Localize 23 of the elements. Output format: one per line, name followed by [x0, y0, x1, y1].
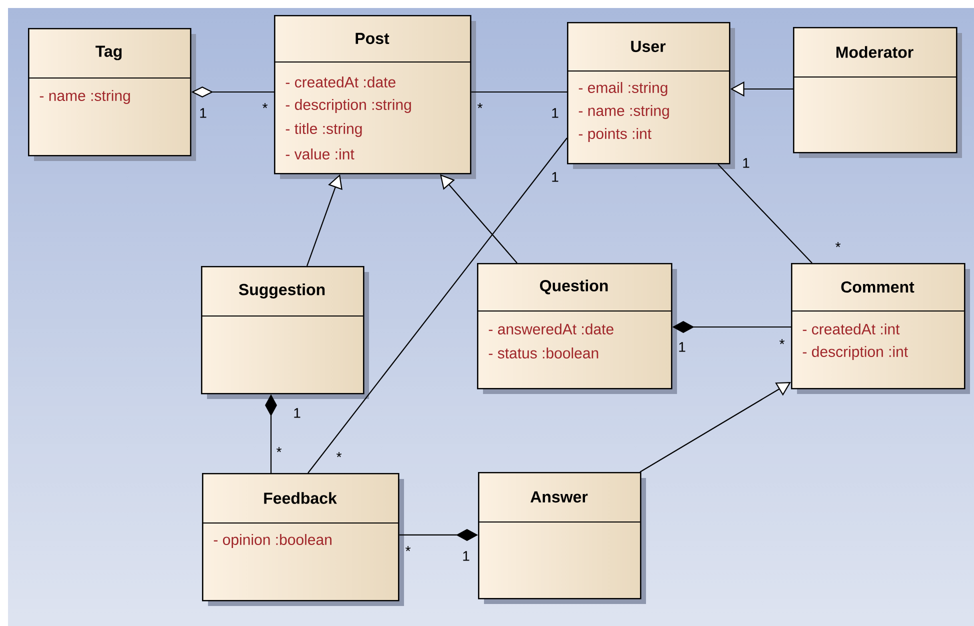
- class-box: Tag - name :string: [28, 28, 196, 161]
- class-box: Moderator: [792, 27, 962, 158]
- multiplicity: *: [262, 103, 268, 108]
- class-box: Feedback - opinion :boolean: [202, 473, 404, 606]
- multiplicity: 1: [463, 551, 470, 561]
- generalization-arrow: [640, 382, 791, 472]
- multiplicity: *: [780, 339, 785, 344]
- multiplicity: *: [406, 546, 411, 552]
- multiplicity: *: [478, 103, 483, 108]
- class-box: Post - createdAt :date - description :string - title :string - value :int: [274, 15, 476, 179]
- class-box: Comment - createdAt :int - description :int: [790, 263, 970, 394]
- multiplicity: *: [836, 242, 841, 248]
- multiplicity: 1: [552, 108, 558, 118]
- association-line: [471, 91, 567, 93]
- class-box: Question - answeredAt :date - status :boolean: [476, 263, 677, 394]
- multiplicity: 1: [552, 172, 558, 182]
- class-box: Answer: [478, 472, 646, 604]
- multiplicity: *: [336, 452, 342, 458]
- multiplicity: *: [276, 447, 282, 452]
- association-line: [308, 138, 568, 474]
- association-line: [718, 164, 812, 264]
- class-box: Suggestion: [200, 266, 369, 399]
- class-box: User - email :string - name :string - points :int: [566, 22, 735, 169]
